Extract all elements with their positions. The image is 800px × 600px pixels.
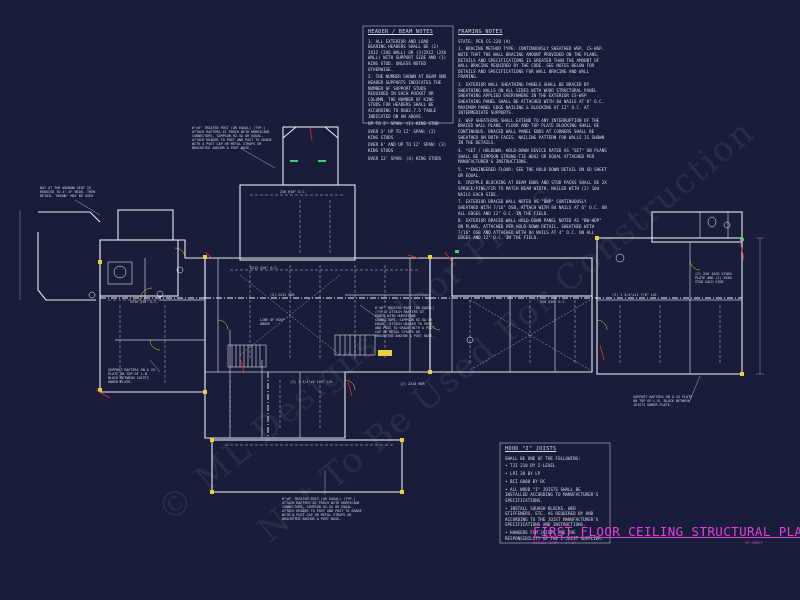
beam-label-d: (2) 1 3/4"x9 1/4" LVL: [290, 380, 333, 384]
note-frames: [362, 25, 611, 544]
rafter-note-left: SUPPORT RAFTERS ON A 2X PLATE ON TOP OF …: [108, 368, 155, 384]
framing-note: 5. **ENGINEERED FLOOR: SEE THE HOLD-DOWN…: [458, 167, 607, 178]
scale-row: SCALE: 1/8" = 1'-0" SP-SHEET: [533, 540, 763, 545]
joist-label-b: 2X10 @16" O.C.: [130, 300, 159, 304]
framing-notes-subtitle: STATE: PER CS-220 (A): [458, 38, 511, 44]
i-joist-note: SHALL BE ONE OF THE FOLLOWING:: [505, 455, 581, 461]
framing-notes: FRAMING NOTES STATE: PER CS-220 (A) 1. B…: [458, 29, 608, 243]
header-beam-note: UP TO 3' SPAN: (1) KING STUD: [368, 121, 439, 127]
title-block: FIRST FLOOR CEILING STRUCTURAL PLAN SCAL…: [533, 524, 800, 545]
joist-label-d: 2X6 @16" O.C.: [280, 190, 307, 194]
post-note-top: 6"x6" TREATED POST (OR EQUAL) (TYP.) ATT…: [192, 126, 272, 150]
framing-note: 6. CRIPPLE BLOCKING AT BEAM ENDS AND STU…: [458, 180, 607, 197]
header-beam-note: 2. THE NUMBER SHOWN AT BEAM AND HEADER S…: [368, 74, 447, 119]
framing-note: 4. *SET / HOLDOWN: HOLD-DOWN DEVICE RATE…: [458, 148, 607, 165]
post-note-mid: 6"x6" TREATED POST (OR EQUAL) (TYP.) ATT…: [375, 306, 435, 338]
garage-stud-note: (2) 2X6 JACK STUDS PLATE AND (1) KING ST…: [695, 272, 732, 284]
beam-label-b: (3) 1 3/4"x11 7/8" LVL: [612, 293, 657, 297]
framing-note: 2. EXTERIOR WALL SHEATHING PANELS SHALL …: [458, 82, 605, 116]
framing-note: 3. WSP SHEATHING SHALL EXTEND TO ANY INT…: [458, 117, 605, 146]
framing-notes-title: FRAMING NOTES: [458, 29, 503, 35]
beam-label-c: (2) 2X10 HDR: [400, 382, 425, 386]
i-joist-note: • TJI 210 BY I-LEVEL: [505, 463, 556, 469]
i-joist-note: • BCI 6000 BY BC: [505, 478, 546, 484]
fixtures: [88, 211, 731, 344]
header-beam-note: OVER 12' SPAN: (4) KING STUDS: [368, 155, 442, 161]
header-beam-note: OVER 6' AND UP TO 12' SPAN: (3) KING STU…: [368, 142, 447, 154]
i-joist-note: • HANGERS FOR JOISTS ARE THE RESPONSIBIL…: [505, 530, 604, 541]
stair: [227, 334, 376, 368]
header-beam-notes-title: HEADER / BEAM NOTES: [368, 29, 434, 35]
framing-note: 7. EXTERIOR BRACED WALL NOTED AS "BWP" C…: [458, 199, 607, 216]
building-outline: [37, 126, 743, 493]
i-joist-notes-title: HOOD "I" JOISTS: [505, 446, 557, 452]
i-joist-note: • LPI 20 BY LP: [505, 471, 541, 477]
plan-title: FIRST FLOOR CEILING STRUCTURAL PLAN: [533, 524, 800, 539]
beam-lines: [100, 297, 742, 438]
beam-label-a: (2) 2X12 HDR: [270, 293, 295, 297]
i-joist-note: • INSTALL SQUASH BLOCKS, WEB STIFFENERS,…: [505, 505, 599, 528]
framing-note: 8. EXTERIOR BRACED WALL HOLD-DOWN PANEL …: [458, 218, 602, 241]
door-swings: [139, 247, 701, 391]
framing-note: 1. BRACING METHOD TYPE: CONTINUOUSLY SHE…: [458, 46, 605, 80]
scale-label: SCALE: 1/8" = 1'-0": [533, 540, 577, 545]
holddown-marks: [95, 127, 745, 399]
hardware-marks: [290, 160, 744, 253]
header-beam-note: 1. ALL EXTERIOR AND LOAD BEARING HEADERS…: [368, 38, 447, 72]
leader-lines: [74, 147, 701, 495]
rafter-note-right: SUPPORT RAFTERS ON A 2X PLATE ON TOP OF …: [633, 395, 693, 407]
bay-window-note: BAY AT THE WINDOW SEAT IS REDUCED TO 4'-…: [40, 186, 96, 198]
line-of-roof-label: LINE OF ROOF ABOVE: [260, 318, 285, 326]
open-above-marks: [239, 274, 591, 371]
posts: [98, 236, 744, 494]
joist-label-a: 2X12 @16" O.C.: [250, 266, 279, 270]
joist-lines: [108, 194, 721, 446]
joist-label-c: 2X8 @16" O.C.: [540, 300, 567, 304]
dimension-lines: [19, 210, 764, 375]
header-beam-notes: HEADER / BEAM NOTES 1. ALL EXTERIOR AND …: [368, 29, 448, 164]
sheet-ref: SP-SHEET: [744, 540, 763, 545]
header-beam-note: OVER 3' UP TO 12' SPAN: (2) KING STUDS: [368, 129, 437, 140]
i-joist-notes: HOOD "I" JOISTS SHALL BE ONE OF THE FOLL…: [505, 446, 605, 544]
interior-walls: [115, 242, 742, 438]
i-joist-note: • ALL WOOD "I" JOISTS SHALL BE INSTALLED…: [505, 486, 599, 503]
post-note-bottom: 6"x6" TREATED POST (OR EQUAL) (TYP.) ATT…: [282, 497, 362, 521]
